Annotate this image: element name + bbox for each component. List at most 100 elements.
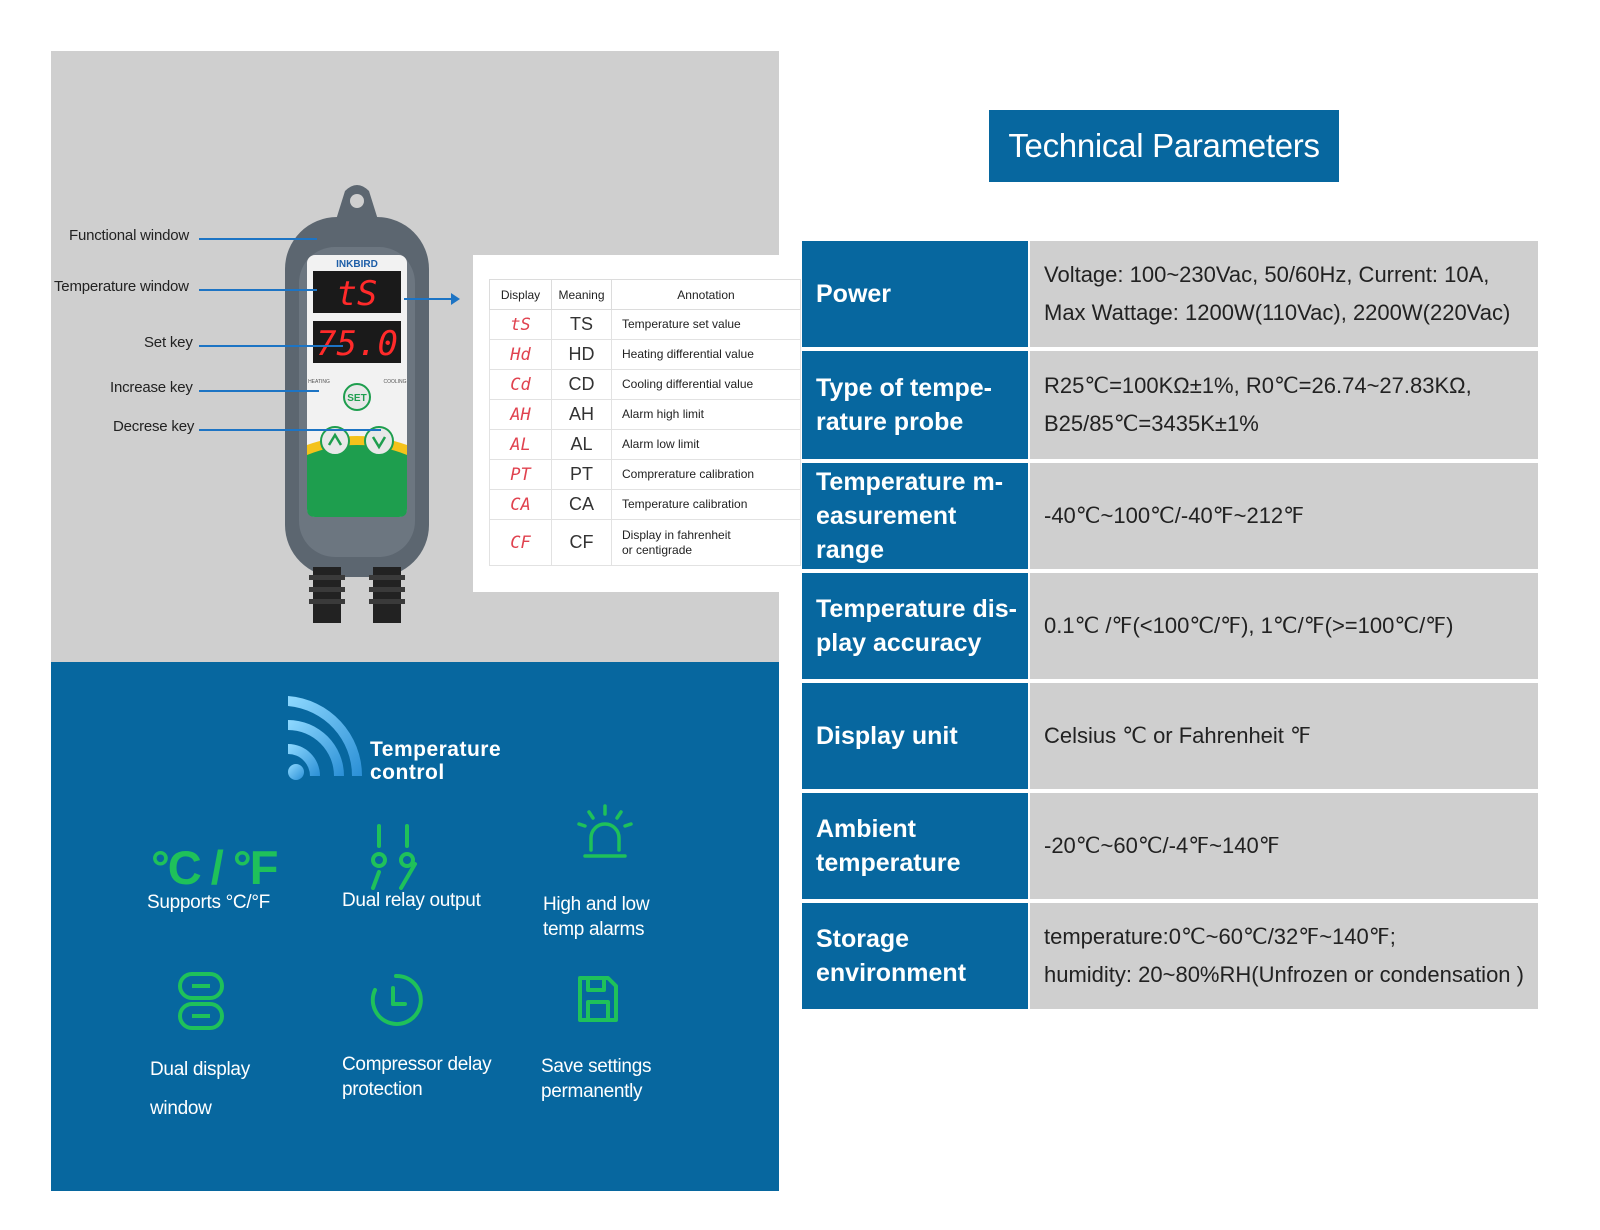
- label-line: Ambient: [816, 815, 916, 843]
- temperature-display: 75.0: [316, 324, 398, 364]
- table-row: CF CF Display in fahrenheit or centigrad…: [489, 519, 801, 566]
- title-line: Temperature: [370, 738, 502, 761]
- thermostat-device: INKBIRD tS 75.0 SET HEATING COOLING: [283, 183, 431, 623]
- code-annotation: Alarm low limit: [611, 429, 801, 460]
- value-line: B25/85℃=3435K±1%: [1044, 411, 1259, 436]
- callout-decrease-key: Decrese key: [113, 418, 195, 435]
- segment-code: Hd: [489, 339, 552, 370]
- spec-label: Type of tempe-rature probe: [802, 351, 1028, 459]
- value-line: temperature:0℃~60℃/32℉~140℉;: [1044, 924, 1396, 949]
- callout-line: [199, 289, 317, 291]
- label-line: protection: [342, 1079, 423, 1100]
- product-diagram-panel: INKBIRD tS 75.0 SET HEATING COOLING Func…: [51, 51, 816, 662]
- relay-switch-icon: [371, 824, 417, 890]
- table-row: Cd CD Cooling differential value: [489, 369, 801, 400]
- value-line: 0.1℃ /℉(<100℃/℉), 1℃/℉(>=100℃/℉): [1044, 613, 1454, 638]
- features-panel: Temperature control °C / °F Supports °C/…: [51, 662, 779, 1191]
- display-code-card: Display Meaning Annotation tS TS Tempera…: [473, 255, 816, 592]
- label-line: permanently: [541, 1081, 643, 1102]
- annotation-line: Display in fahrenheit: [622, 528, 731, 543]
- technical-parameters-title: Technical Parameters: [989, 110, 1339, 182]
- spec-label: Power: [802, 241, 1028, 347]
- label-line: play accuracy: [816, 629, 982, 657]
- table-header: Meaning: [551, 279, 612, 310]
- code-meaning: HD: [551, 339, 612, 370]
- code-meaning: PT: [551, 459, 612, 490]
- segment-code: PT: [489, 459, 552, 490]
- spec-label: Display unit: [802, 683, 1028, 789]
- segment-code: Cd: [489, 369, 552, 400]
- segment-code: CA: [489, 489, 552, 520]
- callout-temperature-window: Temperature window: [54, 278, 189, 295]
- callout-line: [199, 429, 381, 431]
- callout-functional-window: Functional window: [69, 227, 189, 244]
- label-line: easurement range: [816, 502, 957, 564]
- feature-alarms: High and low temp alarms: [543, 892, 650, 942]
- feature-supports-cf: Supports °C/°F: [147, 892, 270, 913]
- spec-row-ambient-temperature: Ambient temperature -20℃~60℃/-4℉~140℉: [802, 793, 1538, 899]
- spec-value: temperature:0℃~60℃/32℉~140℉;humidity: 20…: [1030, 903, 1538, 1009]
- label-line: rature probe: [816, 408, 964, 436]
- spec-row-measurement-range: Temperature m-easurement range -40℃~100℃…: [802, 463, 1538, 569]
- table-row: PT PT Comprerature calibration: [489, 459, 801, 490]
- code-meaning: CD: [551, 369, 612, 400]
- feature-save-settings: Save settings permanently: [541, 1054, 651, 1104]
- annotation-line: or centigrade: [622, 542, 693, 557]
- wireless-signal-icon: [288, 696, 362, 780]
- segment-code: tS: [489, 309, 552, 340]
- function-display: tS: [337, 274, 378, 314]
- feature-dual-relay: Dual relay output: [342, 890, 481, 911]
- thermostat-illustration: INKBIRD tS 75.0 SET HEATING COOLING: [285, 185, 429, 623]
- timer-clock-icon: [370, 973, 423, 1026]
- spec-value: -40℃~100℃/-40℉~212℉: [1030, 463, 1538, 569]
- table-row: tS TS Temperature set value: [489, 309, 801, 340]
- code-meaning: TS: [551, 309, 612, 340]
- code-annotation: Heating differential value: [611, 339, 801, 370]
- spec-value: -20℃~60℃/-4℉~140℉: [1030, 793, 1538, 899]
- heating-label: HEATING: [308, 379, 330, 385]
- code-annotation: Cooling differential value: [611, 369, 801, 400]
- callout-increase-key: Increase key: [110, 379, 193, 396]
- table-row: CA CA Temperature calibration: [489, 489, 801, 520]
- spec-label: Temperature dis-play accuracy: [802, 573, 1028, 679]
- table-row: Hd HD Heating differential value: [489, 339, 801, 370]
- code-annotation: Display in fahrenheit or centigrade: [611, 519, 801, 566]
- label-line: Dual display: [150, 1059, 250, 1080]
- title-line: control: [370, 761, 445, 784]
- code-meaning: AH: [551, 399, 612, 430]
- label-line: Save settings: [541, 1056, 652, 1077]
- code-annotation: Alarm high limit: [611, 399, 801, 430]
- spec-value: 0.1℃ /℉(<100℃/℉), 1℃/℉(>=100℃/℉): [1030, 573, 1538, 679]
- arrow-right-icon: [451, 293, 460, 305]
- spec-label: Temperature m-easurement range: [802, 463, 1028, 569]
- callout-line: [199, 345, 343, 347]
- label-line: Storage: [816, 925, 910, 953]
- cooling-label: COOLING: [383, 379, 406, 385]
- display-code-table: Display Meaning Annotation tS TS Tempera…: [489, 279, 801, 566]
- code-meaning: AL: [551, 429, 612, 460]
- value-line: R25℃=100KΩ±1%, R0℃=26.74~27.83KΩ,: [1044, 373, 1472, 398]
- label-line: temp alarms: [543, 919, 645, 940]
- label-line: Temperature dis-: [816, 595, 1017, 623]
- save-disk-icon: [578, 976, 618, 1022]
- code-meaning: CF: [551, 519, 612, 566]
- brand-logo: INKBIRD: [336, 259, 378, 270]
- value-line: -40℃~100℃/-40℉~212℉: [1044, 503, 1305, 528]
- label-line: temperature: [816, 849, 961, 877]
- code-annotation: Temperature calibration: [611, 489, 801, 520]
- value-line: Celsius ℃ or Fahrenheit ℉: [1044, 723, 1311, 748]
- value-line: Max Wattage: 1200W(110Vac), 2200W(220Vac…: [1044, 300, 1511, 325]
- spec-value: Celsius ℃ or Fahrenheit ℉: [1030, 683, 1538, 789]
- segment-code: CF: [489, 519, 552, 566]
- label-line: Type of tempe-: [816, 374, 992, 402]
- code-annotation: Temperature set value: [611, 309, 801, 340]
- segment-code: AL: [489, 429, 552, 460]
- spec-value: Voltage: 100~230Vac, 50/60Hz, Current: 1…: [1030, 241, 1538, 347]
- table-header: Annotation: [611, 279, 801, 310]
- spec-row-probe: Type of tempe-rature probe R25℃=100KΩ±1%…: [802, 351, 1538, 459]
- code-annotation: Comprerature calibration: [611, 459, 801, 490]
- alarm-light-icon: [577, 804, 633, 858]
- callout-line: [199, 390, 319, 392]
